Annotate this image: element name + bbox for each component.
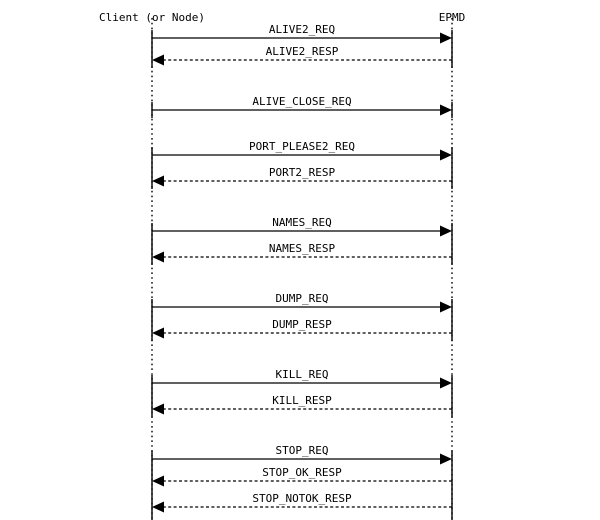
- arrowhead-alive2-req: [440, 32, 452, 44]
- actor-label-client: Client (or Node): [99, 11, 205, 24]
- message-label-dump-req: DUMP_REQ: [275, 292, 329, 305]
- arrowhead-port-please2-req: [440, 149, 452, 161]
- arrowhead-kill-req: [440, 377, 452, 389]
- arrowhead-port2-resp: [152, 175, 164, 187]
- message-label-names-resp: NAMES_RESP: [268, 242, 336, 255]
- arrowhead-dump-req: [440, 301, 452, 313]
- arrowhead-names-resp: [152, 251, 164, 263]
- message-label-kill-resp: KILL_RESP: [272, 394, 332, 407]
- message-label-alive-close-req: ALIVE_CLOSE_REQ: [252, 95, 352, 108]
- message-label-alive2-req: ALIVE2_REQ: [268, 23, 336, 36]
- message-label-port2-resp: PORT2_RESP: [268, 166, 336, 179]
- actor-label-epmd: EPMD: [438, 11, 466, 24]
- arrowhead-stop-notok-resp: [152, 501, 164, 513]
- message-label-port-please2-req: PORT_PLEASE2_REQ: [249, 140, 355, 153]
- arrowhead-alive2-resp: [152, 54, 164, 66]
- message-label-stop-req: STOP_REQ: [275, 444, 329, 457]
- message-label-stop-notok-resp: STOP_NOTOK_RESP: [252, 492, 352, 505]
- arrowhead-names-req: [440, 225, 452, 237]
- arrowhead-stop-req: [440, 453, 452, 465]
- message-label-dump-resp: DUMP_RESP: [272, 318, 332, 331]
- message-label-kill-req: KILL_REQ: [275, 368, 329, 381]
- message-label-alive2-resp: ALIVE2_RESP: [265, 45, 339, 58]
- message-label-stop-ok-resp: STOP_OK_RESP: [262, 466, 342, 479]
- message-label-names-req: NAMES_REQ: [272, 216, 332, 229]
- arrowhead-kill-resp: [152, 403, 164, 415]
- arrowhead-alive-close-req: [440, 104, 452, 116]
- arrowhead-stop-ok-resp: [152, 475, 164, 487]
- arrowhead-dump-resp: [152, 327, 164, 339]
